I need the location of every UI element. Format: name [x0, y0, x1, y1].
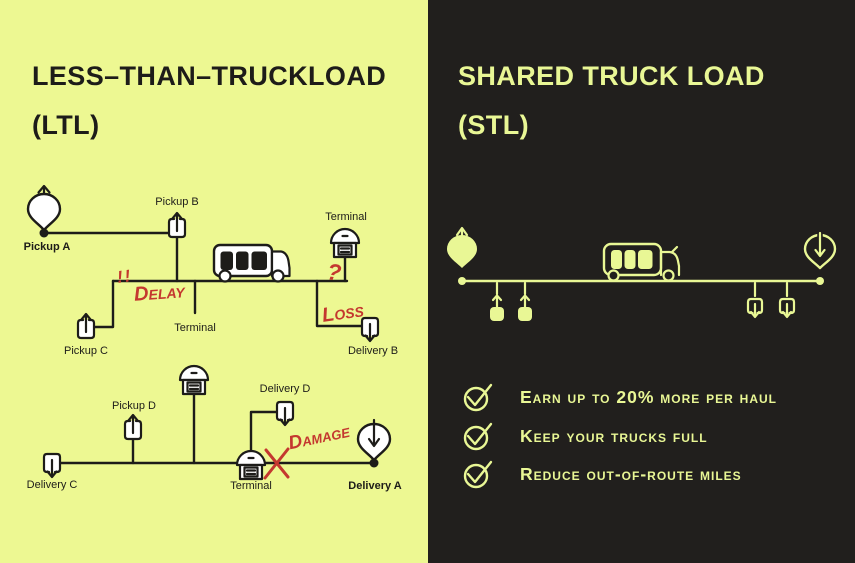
node-label-pickup-d: Pickup D [111, 400, 157, 412]
ltl-bottom-route [42, 364, 392, 481]
ltl-title-line1: LESS–THAN–TRUCKLOAD [32, 61, 387, 91]
delay-annotation: Delay [133, 280, 186, 306]
node-label-pickup-c: Pickup C [63, 345, 109, 357]
terminal-icon [235, 449, 267, 481]
stl-title: SHARED TRUCK LOAD (STL) [458, 52, 765, 150]
truck-icon [212, 243, 291, 283]
benefit-row: Keep your trucks full [462, 420, 708, 453]
delivery-pin-icon [356, 418, 392, 469]
delivery-parcel-icon [746, 297, 764, 319]
benefit-text: Reduce out-of-route miles [520, 464, 742, 484]
delay-exclamation-marks: !! [115, 266, 134, 287]
stl-title-line1: SHARED TRUCK LOAD [458, 61, 765, 91]
pickup-parcel-icon [123, 413, 143, 441]
damage-x-mark [263, 447, 290, 480]
node-label-delivery-d: Delivery D [259, 383, 311, 395]
benefit-text: Earn up to 20% more per haul [520, 387, 777, 407]
stl-route [445, 226, 835, 323]
delivery-parcel-icon [778, 297, 796, 319]
terminal-icon [178, 364, 210, 396]
check-icon [463, 383, 493, 411]
route-line [315, 279, 364, 328]
benefit-text: Keep your trucks full [520, 426, 708, 446]
pickup-parcel-icon [76, 312, 96, 340]
pickup-parcel-icon [167, 211, 187, 239]
stl-title-line2: (STL) [458, 110, 529, 140]
route-line [249, 410, 279, 453]
route-line [92, 279, 115, 329]
delivery-parcel-icon [275, 400, 295, 427]
origin-pin-icon [445, 226, 479, 287]
ltl-title: LESS–THAN–TRUCKLOAD (LTL) [32, 52, 386, 150]
truck-icon [602, 242, 681, 282]
benefit-row: Reduce out-of-route miles [462, 458, 742, 491]
pickup-parcel-icon [488, 294, 506, 323]
ltl-title-line2: (LTL) [32, 110, 100, 140]
check-icon [463, 460, 493, 488]
delivery-parcel-icon [360, 316, 380, 343]
destination-pin-icon [805, 233, 835, 285]
delivery-parcel-icon [42, 452, 62, 479]
node-label-terminal-top: Terminal [325, 211, 367, 223]
node-label-pickup-a: Pickup A [23, 241, 71, 253]
node-label-terminal-mid: Terminal [174, 322, 216, 334]
ltl-top-route [26, 184, 380, 343]
node-label-delivery-b: Delivery B [347, 345, 399, 357]
check-icon [463, 422, 493, 450]
pickup-parcel-icon [516, 294, 534, 323]
node-label-delivery-a: Delivery A [348, 480, 402, 492]
benefit-row: Earn up to 20% more per haul [462, 381, 777, 414]
node-label-terminal-bottom: Terminal [230, 480, 272, 492]
terminal-icon [329, 227, 361, 259]
node-label-pickup-b: Pickup B [155, 196, 199, 208]
pickup-pin-icon [26, 184, 62, 239]
node-label-delivery-c: Delivery C [26, 479, 78, 491]
